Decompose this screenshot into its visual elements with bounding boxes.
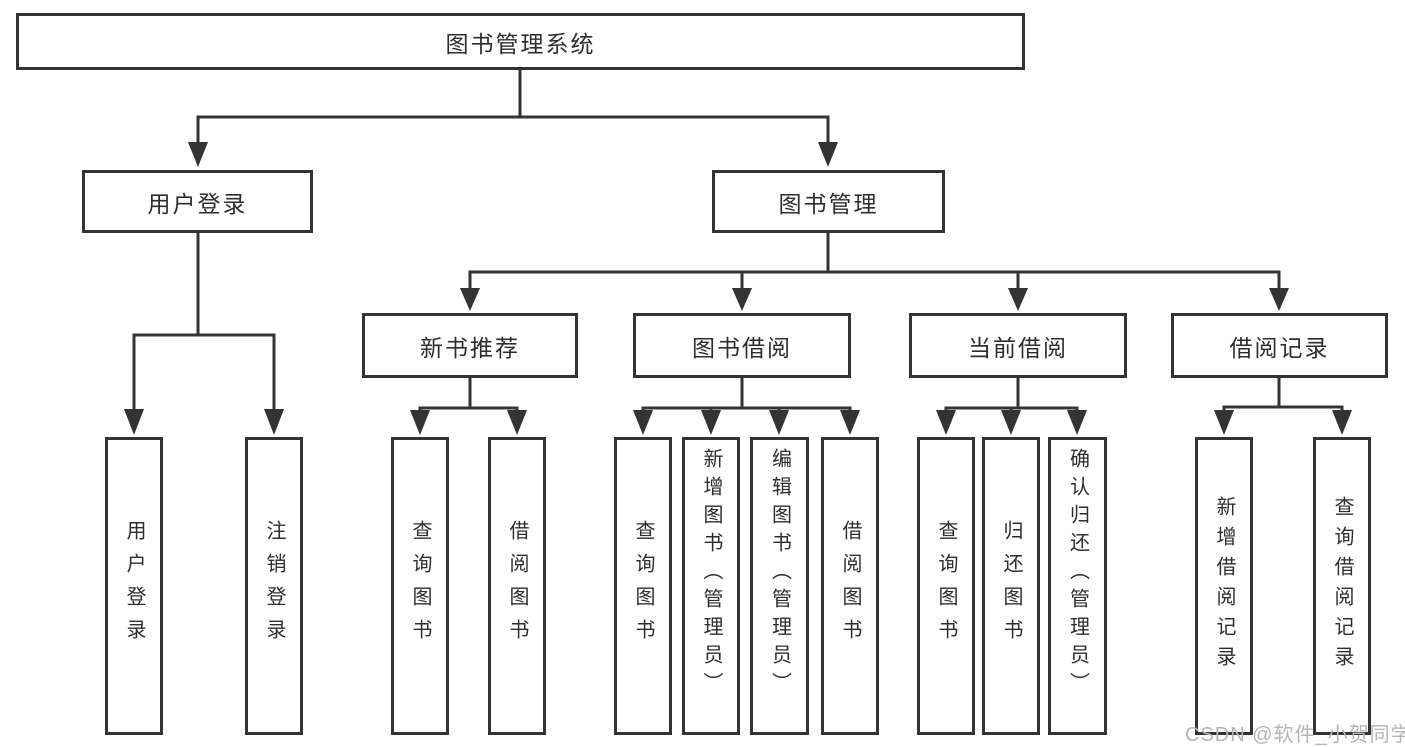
leaf-return-books: 归还图书 xyxy=(982,437,1040,735)
node-label: 查询图书 xyxy=(409,520,431,652)
node-label: 查询借阅记录 xyxy=(1331,496,1353,676)
leaf-query-books-borrow: 查询图书 xyxy=(614,437,672,735)
leaf-confirm-return-admin: 确认归还（管理员） xyxy=(1048,437,1107,735)
leaf-edit-book-admin: 编辑图书（管理员） xyxy=(750,437,809,735)
node-label: 注销登录 xyxy=(263,520,285,652)
node-book-borrow: 图书借阅 xyxy=(633,313,851,378)
leaf-add-book-admin: 新增图书（管理员） xyxy=(682,437,740,735)
node-label: 新增图书（管理员） xyxy=(700,448,722,700)
node-label: 归还图书 xyxy=(1000,520,1022,652)
node-label: 图书借阅 xyxy=(692,334,792,361)
node-label: 图书管理 xyxy=(778,190,879,217)
node-label: 新书推荐 xyxy=(420,334,520,361)
node-borrow-records: 借阅记录 xyxy=(1171,313,1388,378)
leaf-borrow-books-recommend: 借阅图书 xyxy=(488,437,546,735)
node-root: 图书管理系统 xyxy=(16,13,1025,70)
node-label: 借阅图书 xyxy=(839,520,861,652)
node-label: 用户登录 xyxy=(123,520,145,652)
node-current-borrow: 当前借阅 xyxy=(909,313,1127,378)
node-label: 编辑图书（管理员） xyxy=(768,448,791,700)
node-label: 查询图书 xyxy=(632,520,654,652)
node-new-book-recommend: 新书推荐 xyxy=(362,313,578,378)
csdn-watermark: CSDN @软件_小贺同学 xyxy=(1185,724,1405,746)
leaf-add-borrow-record: 新增借阅记录 xyxy=(1195,437,1253,735)
leaf-query-borrow-record: 查询借阅记录 xyxy=(1313,437,1371,735)
node-book-management: 图书管理 xyxy=(712,170,945,233)
leaf-user-login: 用户登录 xyxy=(105,437,163,735)
leaf-query-books-current: 查询图书 xyxy=(917,437,975,735)
node-label: 查询图书 xyxy=(935,520,957,652)
leaf-borrow-books-borrow: 借阅图书 xyxy=(821,437,879,735)
leaf-query-books-recommend: 查询图书 xyxy=(391,437,449,735)
node-label: 借阅记录 xyxy=(1229,334,1330,361)
node-label: 当前借阅 xyxy=(968,334,1068,361)
node-label: 借阅图书 xyxy=(506,520,528,652)
leaf-logout: 注销登录 xyxy=(245,437,303,735)
node-label: 确认归还（管理员） xyxy=(1066,448,1089,700)
node-label: 图书管理系统 xyxy=(445,30,596,57)
node-user-login: 用户登录 xyxy=(82,170,313,233)
node-label: 新增借阅记录 xyxy=(1213,496,1235,676)
node-label: 用户登录 xyxy=(147,190,248,217)
